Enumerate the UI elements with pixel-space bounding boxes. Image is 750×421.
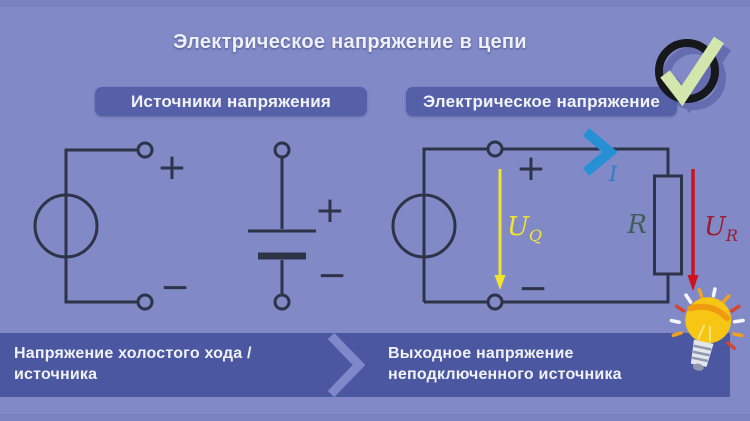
resistor-voltage-label: UR	[704, 212, 738, 245]
caption-open-circuit-line2: источника	[14, 366, 98, 383]
voltage-source-symbol	[33, 141, 154, 311]
checkmark-icon	[655, 36, 732, 114]
lightbulb-icon	[669, 287, 745, 371]
header-electric-voltage-label: Электрическое напряжение	[422, 91, 661, 111]
source-voltage-arrow	[494, 169, 506, 290]
resistor-label: R	[626, 210, 647, 240]
header-electric-voltage: Электрическое напряжение	[406, 87, 677, 116]
plus-sign-source: +	[157, 147, 187, 188]
source-voltage-label: UQ	[507, 212, 542, 245]
minus-sign-battery: −	[317, 255, 347, 296]
plus-sign-circuit: +	[516, 148, 546, 189]
header-voltage-sources-label: Источники напряжения	[131, 91, 331, 111]
minus-sign-source: −	[160, 267, 190, 308]
plus-sign-battery: +	[315, 190, 345, 231]
current-label: I	[608, 162, 618, 186]
caption-open-circuit-line1: Напряжение холостого хода /	[14, 345, 252, 362]
top-edge-strip	[0, 0, 750, 7]
caption-output-voltage-line1: Выходное напряжение	[388, 345, 574, 362]
battery-symbol	[248, 141, 316, 311]
current-arrow	[582, 128, 618, 176]
resistor-voltage-arrow	[687, 169, 699, 291]
bottom-edge-strip	[0, 414, 750, 421]
caption-output-voltage-line2: неподключенного источника	[388, 366, 622, 383]
minus-sign-circuit: −	[518, 268, 548, 309]
resistor-symbol	[653, 174, 683, 276]
loaded-circuit	[391, 140, 683, 311]
caption-open-circuit: Напряжение холостого хода / источника	[14, 343, 314, 385]
caption-banner: Напряжение холостого хода / источника Вы…	[0, 333, 730, 397]
page-title: Электрическое напряжение в цепи	[173, 31, 527, 53]
caption-output-voltage: Выходное напряжение неподключенного исто…	[388, 343, 708, 385]
header-voltage-sources: Источники напряжения	[95, 87, 367, 116]
chevron-right-icon	[327, 333, 366, 397]
